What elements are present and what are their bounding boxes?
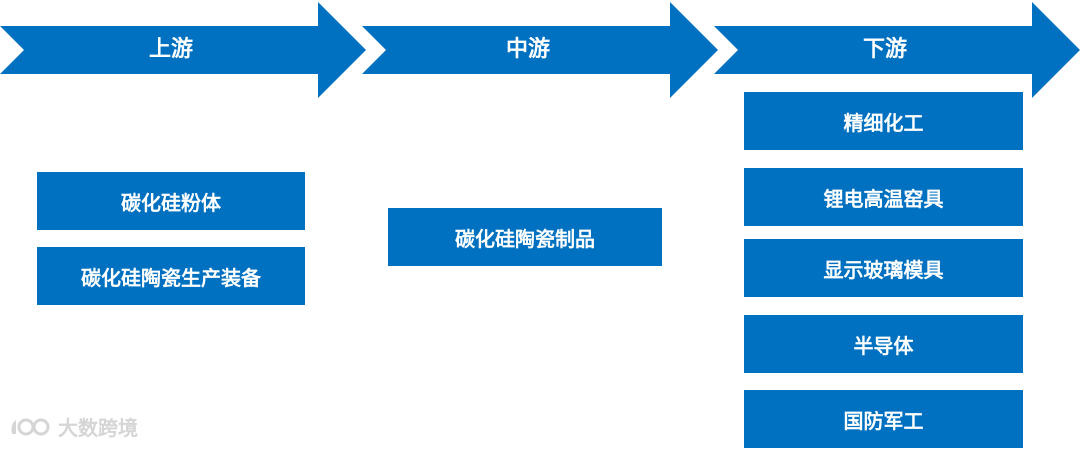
midstream-arrow xyxy=(362,2,718,98)
downstream-item-semiconductor: 半导体 xyxy=(744,315,1023,373)
midstream-label: 中游 xyxy=(505,37,550,62)
upstream-item-sic-ceramic-equipment: 碳化硅陶瓷生产装备 xyxy=(37,247,305,305)
logo-icon xyxy=(11,418,50,435)
downstream-label: 下游 xyxy=(862,37,907,62)
downstream-item-defense: 国防军工 xyxy=(744,390,1023,448)
midstream-item-sic-ceramic-products: 碳化硅陶瓷制品 xyxy=(388,208,662,266)
upstream-arrow xyxy=(0,2,366,98)
upstream-item-sic-powder: 碳化硅粉体 xyxy=(37,172,305,230)
watermark-text: 大数跨境 xyxy=(58,416,138,440)
downstream-arrow xyxy=(714,2,1080,98)
downstream-item-glass-mold: 显示玻璃模具 xyxy=(744,239,1023,297)
watermark: 大数跨境 xyxy=(8,412,138,441)
downstream-item-lithium-kiln: 锂电高温窑具 xyxy=(744,168,1023,226)
downstream-item-fine-chemicals: 精细化工 xyxy=(744,92,1023,150)
upstream-label: 上游 xyxy=(148,37,193,62)
